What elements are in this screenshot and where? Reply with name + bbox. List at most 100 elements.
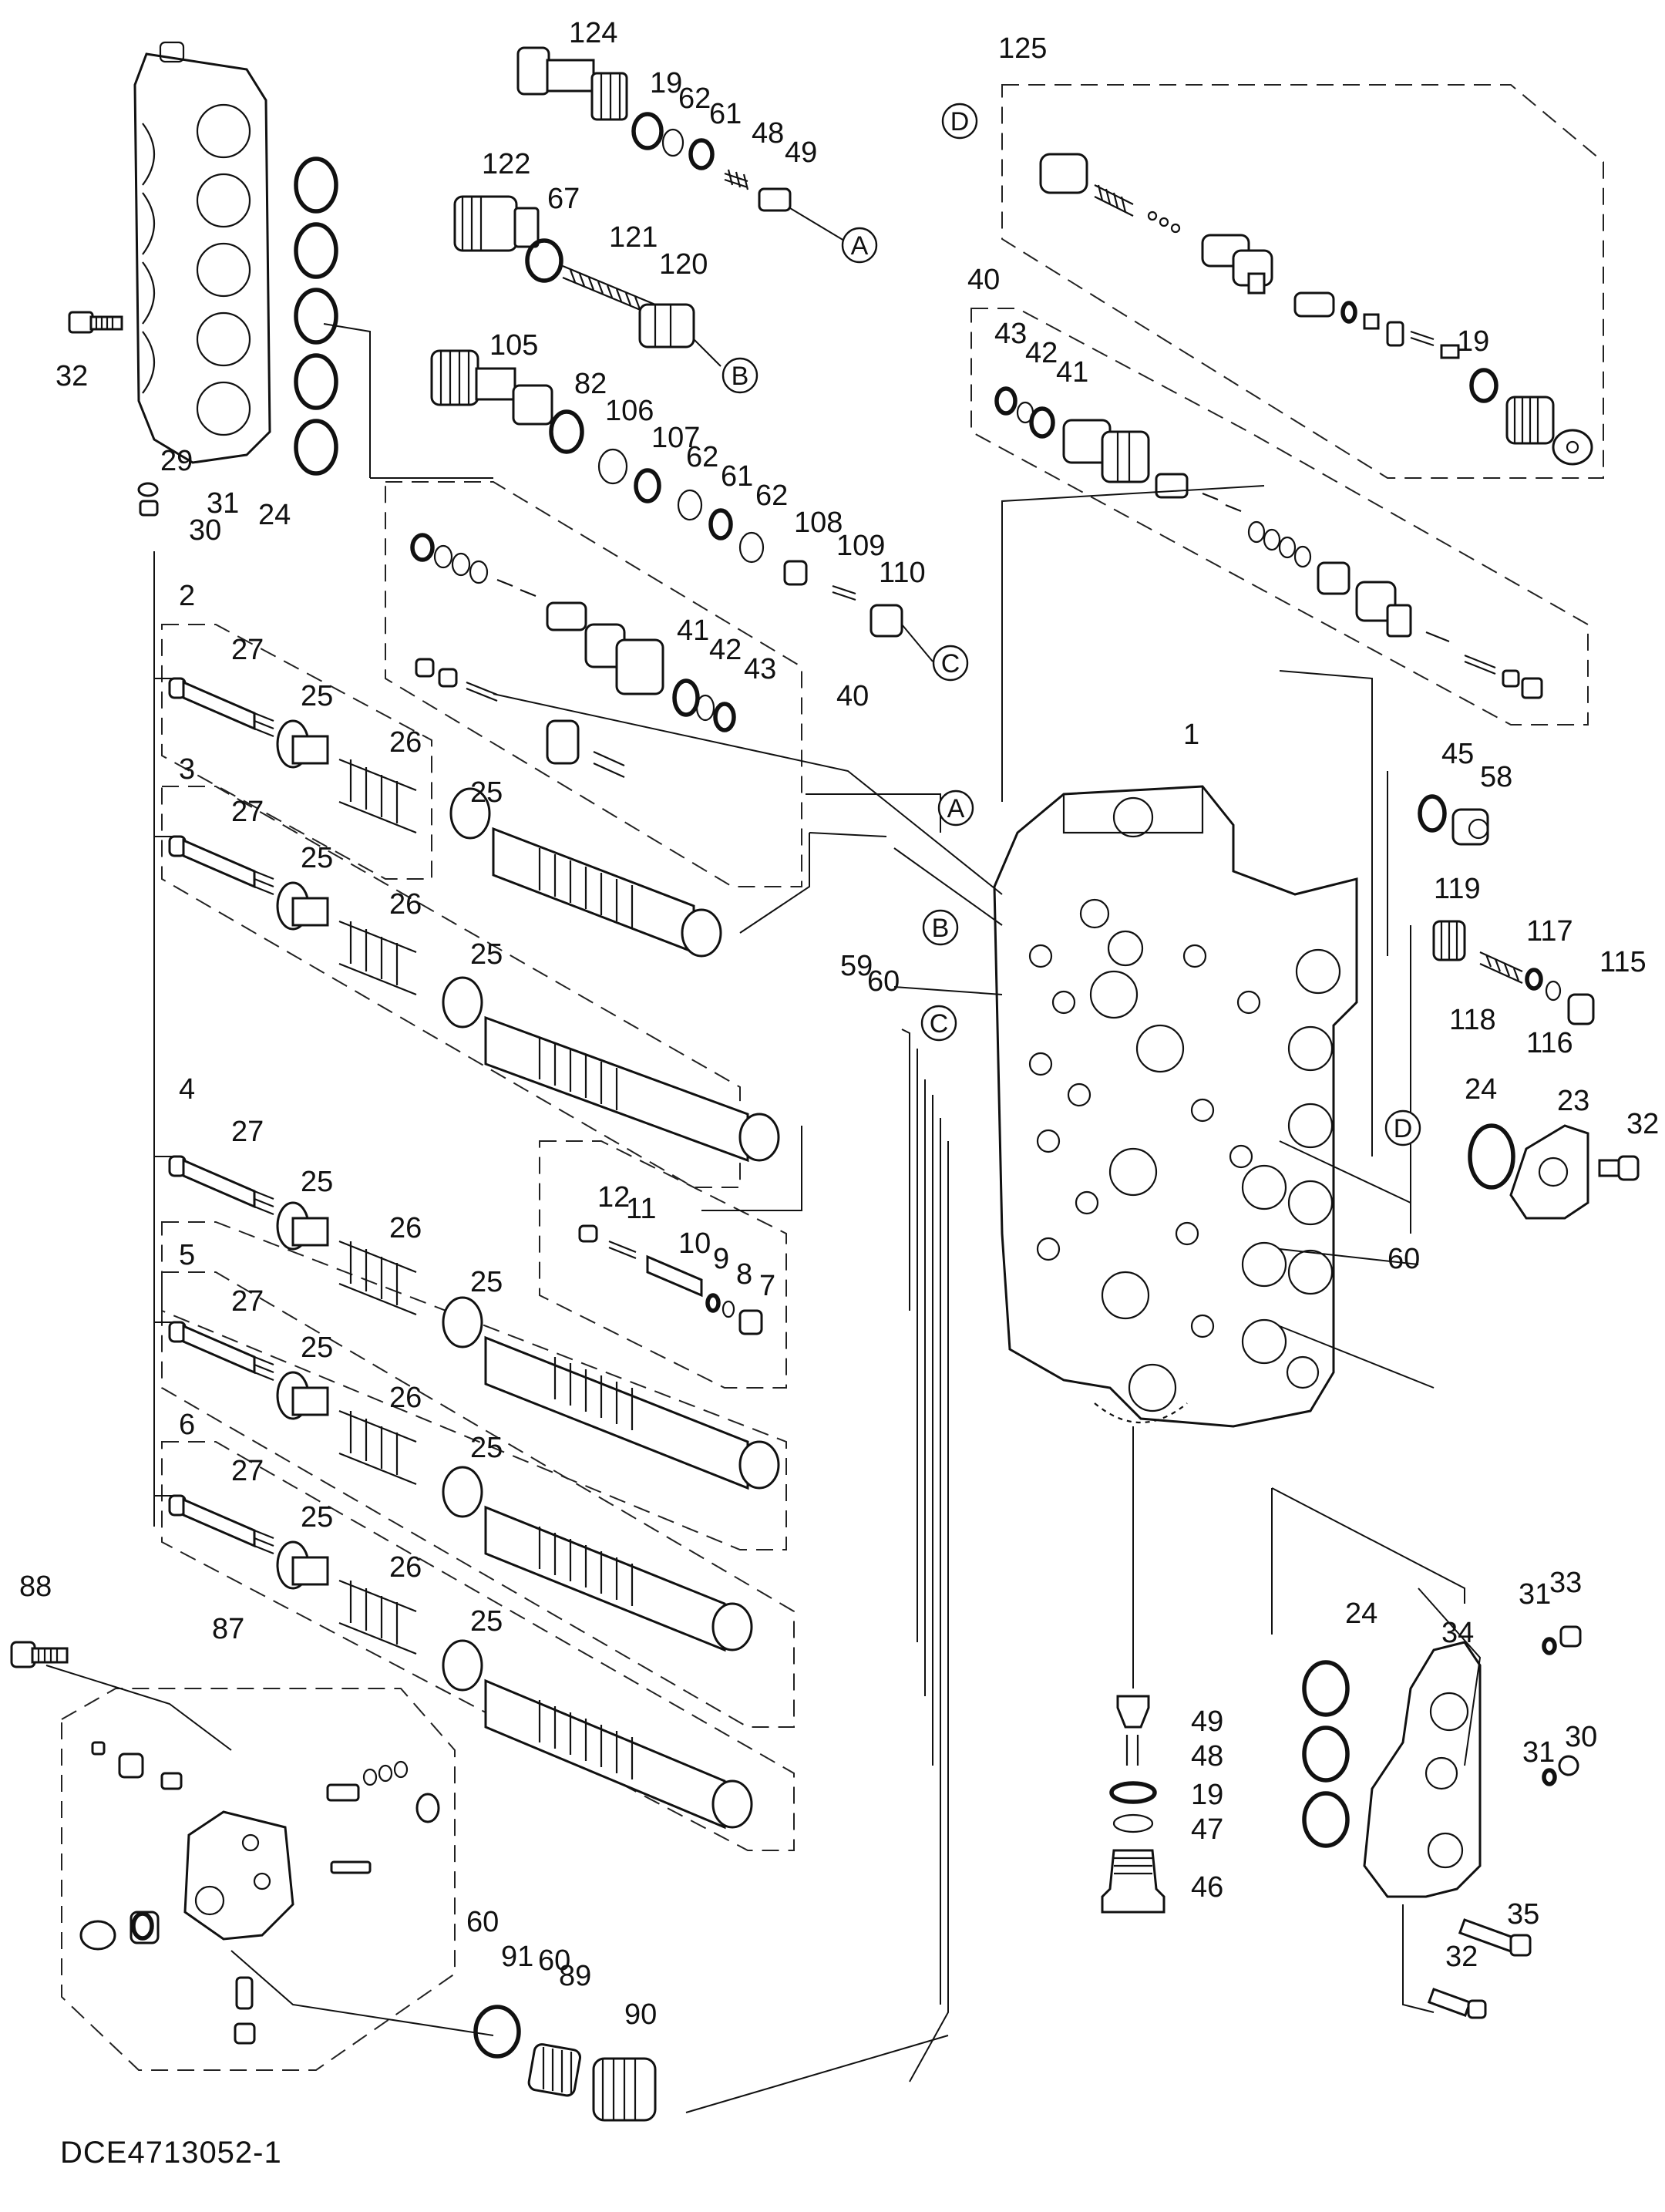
valve-block-87: [79, 1741, 440, 2045]
label-26-6: 26: [389, 1551, 422, 1584]
label-25-2a: 25: [301, 680, 333, 712]
label-25-6b: 25: [470, 1605, 503, 1638]
label-43-right: 43: [994, 318, 1027, 350]
flange-23: [1468, 1123, 1640, 1220]
label-49-top: 49: [785, 136, 817, 169]
label-60-lower-b: 60: [538, 1944, 570, 1977]
label-25-3b: 25: [470, 938, 503, 971]
label-121: 121: [609, 221, 658, 254]
spool-group-5: [161, 1271, 795, 1728]
label-7: 7: [759, 1270, 775, 1302]
label-19-bottom: 19: [1191, 1779, 1223, 1811]
ref-marker-d-top: D: [941, 103, 978, 140]
ref-marker-b-block: B: [922, 909, 959, 946]
label-30-left: 30: [189, 514, 221, 547]
left-cover-housing: [133, 41, 271, 464]
plug-89-91: [473, 2005, 657, 2122]
label-118: 118: [1449, 1004, 1496, 1036]
label-115: 115: [1599, 946, 1646, 978]
label-11: 11: [626, 1193, 656, 1225]
plug-assy-124: [516, 46, 849, 244]
label-42-left: 42: [709, 634, 742, 666]
plug-stack-46-49: [1101, 1695, 1166, 1914]
svg-text:C: C: [941, 649, 960, 678]
label-87: 87: [212, 1613, 244, 1645]
label-31-top: 31: [1519, 1578, 1551, 1611]
right-cover-34: [1302, 1625, 1582, 2019]
label-62-mid-a: 62: [686, 441, 718, 473]
ref-marker-b-top: B: [722, 357, 758, 394]
o-ring-stack-24-left: [294, 157, 338, 476]
spool-group-6: [161, 1441, 795, 1851]
label-108: 108: [794, 507, 843, 539]
label-3: 3: [179, 753, 195, 786]
label-6: 6: [179, 1409, 195, 1441]
label-45: 45: [1441, 738, 1474, 770]
label-2: 2: [179, 580, 195, 612]
plug-assy-122: [453, 195, 722, 367]
label-61-mid: 61: [721, 460, 753, 493]
label-89: 89: [559, 1960, 591, 1992]
label-46: 46: [1191, 1871, 1223, 1904]
label-24-left: 24: [258, 499, 291, 531]
label-25-3a: 25: [301, 842, 333, 874]
label-27-3: 27: [231, 796, 264, 828]
label-27-5: 27: [231, 1285, 264, 1318]
label-48-top: 48: [752, 117, 784, 150]
label-27-6: 27: [231, 1455, 264, 1487]
ref-marker-a-top: A: [841, 227, 878, 264]
leader-lines: [45, 323, 1482, 2113]
plug-assy-105: [430, 349, 933, 662]
label-31-mid: 31: [1522, 1736, 1555, 1769]
label-26-3: 26: [389, 888, 422, 921]
label-5: 5: [179, 1239, 195, 1271]
label-26-4: 26: [389, 1212, 422, 1244]
label-61-top: 61: [709, 98, 742, 130]
svg-text:B: B: [932, 914, 950, 943]
label-26-5: 26: [389, 1382, 422, 1414]
label-47: 47: [1191, 1813, 1223, 1846]
label-122: 122: [482, 148, 530, 180]
relief-assy-115-119: [1432, 920, 1595, 1025]
label-120: 120: [659, 248, 708, 281]
label-19-right: 19: [1457, 325, 1489, 358]
label-67: 67: [547, 183, 580, 215]
label-106: 106: [605, 395, 654, 427]
label-32-left: 32: [56, 360, 88, 392]
sub-assy-7-12: [578, 1224, 763, 1335]
label-60-right: 60: [1388, 1243, 1420, 1275]
label-29: 29: [160, 445, 193, 477]
label-27-4: 27: [231, 1116, 264, 1148]
main-valve-block: [993, 785, 1358, 1428]
label-58: 58: [1480, 761, 1512, 793]
label-24-right: 24: [1465, 1073, 1497, 1106]
svg-text:D: D: [950, 107, 970, 136]
label-1: 1: [1183, 719, 1199, 751]
label-42-right: 42: [1025, 337, 1058, 369]
label-49-bottom: 49: [1191, 1705, 1223, 1738]
label-8: 8: [736, 1258, 752, 1291]
label-12: 12: [597, 1181, 630, 1214]
label-25-4b: 25: [470, 1266, 503, 1298]
label-124: 124: [569, 17, 617, 49]
svg-text:D: D: [1394, 1114, 1413, 1143]
label-33: 33: [1549, 1567, 1582, 1599]
label-40-right: 40: [967, 264, 1000, 296]
label-23: 23: [1557, 1085, 1589, 1117]
label-62-mid-b: 62: [755, 480, 788, 512]
label-125: 125: [998, 32, 1047, 65]
valve-assy-40-left: [410, 533, 736, 779]
ref-marker-c-top: C: [932, 645, 969, 682]
plug-45-58: [1418, 794, 1489, 846]
label-30-right: 30: [1565, 1721, 1597, 1753]
label-116: 116: [1526, 1027, 1573, 1059]
label-105: 105: [489, 329, 538, 362]
label-27-2: 27: [231, 634, 264, 666]
label-32-bottom: 32: [1445, 1941, 1478, 1973]
group-40-right-boundary: [970, 308, 1589, 726]
group-40-left-boundary: [385, 481, 802, 887]
svg-text:C: C: [930, 1009, 949, 1039]
svg-text:A: A: [851, 231, 869, 261]
label-59: 59: [840, 950, 873, 982]
